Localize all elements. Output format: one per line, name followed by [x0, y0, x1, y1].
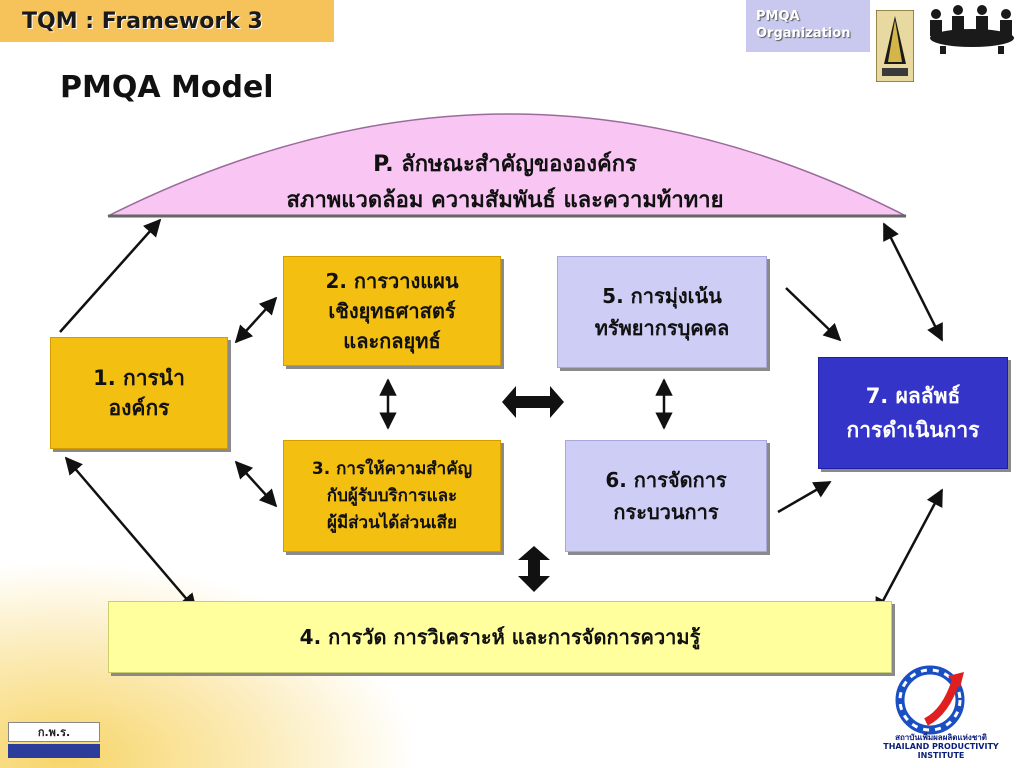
category-3-line3: ผู้มีส่วนได้ส่วนเสีย	[326, 512, 457, 533]
arrow-measurement-results	[874, 488, 944, 616]
opdc-logo-text: ก.พ.ร.	[8, 722, 100, 742]
category-3-line1: 3. การให้ความสำคัญ	[311, 458, 473, 479]
tpi-caption: สถาบันเพิ่มผลผลิตแห่งชาติ THAILAND PRODU…	[876, 733, 1006, 760]
category-5-hr-focus: 5. การมุ่งเน้น ทรัพยากรบุคคล	[557, 256, 767, 368]
profile-line2: สภาพแวดล้อม ความสัมพันธ์ และความท้าทาย	[286, 188, 724, 213]
arrow-hr-results	[785, 287, 842, 342]
profile-line1: P. ลักษณะสำคัญขององค์กร	[373, 152, 637, 177]
category-1-line2: องค์กร	[108, 396, 170, 420]
category-5-line2: ทรัพยากรบุคคล	[594, 316, 730, 340]
category-2-line3: และกลยุทธ์	[343, 329, 441, 353]
meeting-people-icon	[920, 0, 1024, 54]
arrow-leadership-customer	[234, 460, 278, 508]
pmqa-logo-icon	[876, 10, 914, 82]
category-4-measurement: 4. การวัด การวิเคราะห์ และการจัดการความร…	[108, 601, 892, 673]
arrow-leadership-to-profile	[59, 218, 162, 333]
org-label-line1: PMQA	[756, 9, 800, 24]
tpi-caption-line1: สถาบันเพิ่มผลผลิตแห่งชาติ	[895, 733, 987, 742]
category-4-line1: 4. การวัด การวิเคราะห์ และการจัดการความร…	[299, 625, 701, 649]
thick-arrow-up-down	[518, 546, 550, 592]
category-2-line1: 2. การวางแผน	[325, 269, 459, 293]
arrow-process-results	[777, 480, 832, 514]
tpi-caption-line2: THAILAND PRODUCTIVITY INSTITUTE	[883, 742, 999, 760]
category-6-line2: กระบวนการ	[613, 500, 719, 524]
category-2-strategic-planning: 2. การวางแผน เชิงยุทธศาสตร์ และกลยุทธ์	[283, 256, 501, 366]
org-label-box	[746, 0, 870, 52]
org-label-line2: Organization	[756, 26, 851, 41]
category-7-line2: การดำเนินการ	[846, 418, 980, 442]
category-3-line2: กับผู้รับบริการและ	[326, 485, 458, 506]
arrow-profile-to-results	[882, 222, 944, 342]
profile-arc	[107, 113, 907, 217]
category-1-leadership: 1. การนำ องค์กร	[50, 337, 228, 449]
arrow-leadership-strategy	[234, 296, 278, 344]
category-5-line1: 5. การมุ่งเน้น	[602, 284, 722, 308]
category-6-process-management: 6. การจัดการ กระบวนการ	[565, 440, 767, 552]
arrow-leadership-measurement	[64, 456, 198, 612]
slide-title-tab: TQM : Framework 3	[0, 0, 334, 42]
opdc-logo-bar	[8, 744, 100, 758]
tpi-logo-icon	[895, 665, 965, 735]
category-3-customer-focus: 3. การให้ความสำคัญ กับผู้รับบริการและ ผู…	[283, 440, 501, 552]
page-subtitle: PMQA Model	[60, 70, 274, 105]
opdc-logo: ก.พ.ร.	[8, 722, 100, 758]
category-7-line1: 7. ผลลัพธ์	[865, 384, 961, 408]
category-2-line2: เชิงยุทธศาสตร์	[328, 299, 456, 323]
org-label: PMQA Organization	[756, 8, 850, 42]
thick-arrow-left-right	[502, 386, 564, 418]
category-7-results: 7. ผลลัพธ์ การดำเนินการ	[818, 357, 1008, 469]
category-1-line1: 1. การนำ	[93, 366, 185, 390]
category-6-line1: 6. การจัดการ	[605, 468, 727, 492]
